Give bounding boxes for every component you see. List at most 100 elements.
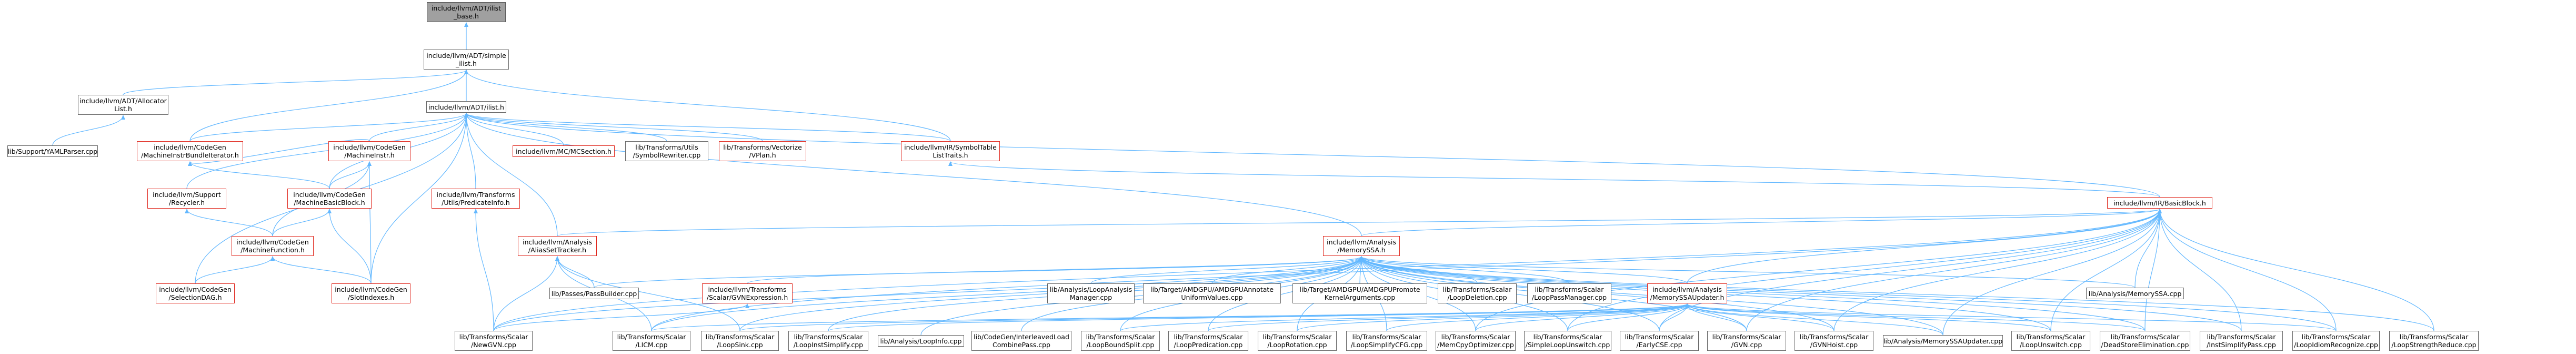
edge-memssacpp-to-bblock [2134, 209, 2162, 288]
edge-looppredication-to-memssaupd [1208, 303, 1689, 331]
edge-loopsimpcfg-to-memssaupd [1386, 303, 1689, 331]
edge-mfunc-to-mbb [272, 209, 332, 237]
edge-loopunswitch-to-memssaupd [1685, 303, 2051, 331]
node-alias-set-tracker[interactable]: include/llvm/Analysis /AliasSetTracker.h [518, 236, 597, 256]
node-amdgpu-annotate-uniform[interactable]: lib/Target/AMDGPU/AMDGPUAnnotate Uniform… [1143, 283, 1281, 303]
node-interleaved-load-combine[interactable]: lib/CodeGen/InterleavedLoad CombinePass.… [971, 331, 1071, 351]
node-machine-instr[interactable]: include/llvm/CodeGen /MachineInstr.h [328, 141, 410, 161]
edge-instsimp-to-bblock [2158, 209, 2242, 331]
edge-mfunc-to-recycler [185, 209, 273, 237]
edge-recycler-to-ilist [186, 113, 468, 189]
node-loop-unswitch[interactable]: lib/Transforms/Scalar /LoopUnswitch.cpp [2011, 331, 2090, 351]
edge-yaml-to-allocator [52, 115, 125, 146]
edge-allocator-to-simple [123, 70, 468, 95]
edge-slotidx-to-minstr [367, 161, 372, 284]
node-symbol-table-list-traits[interactable]: include/llvm/IR/SymbolTable ListTraits.h [901, 141, 1000, 161]
edge-simpleunswitch-to-bblock [1567, 209, 2162, 331]
node-amdgpu-promote-kernel-args[interactable]: lib/Target/AMDGPU/AMDGPUPromote KernelAr… [1292, 283, 1427, 303]
edge-loopstrength-to-bblock [2158, 209, 2434, 331]
node-memory-ssa-header[interactable]: include/llvm/Analysis /MemorySSA.h [1323, 236, 1400, 256]
node-memcpy-optimizer[interactable]: lib/Transforms/Scalar /MemCpyOptimizer.c… [1436, 331, 1516, 351]
node-slot-indexes[interactable]: include/llvm/CodeGen /SlotIndexes.h [332, 283, 410, 303]
node-early-cse[interactable]: lib/Transforms/Scalar /EarlyCSE.cpp [1620, 331, 1699, 351]
node-loop-info[interactable]: lib/Analysis/LoopInfo.cpp [878, 335, 964, 347]
node-loop-simplify-cfg[interactable]: lib/Transforms/Scalar /LoopSimplifyCFG.c… [1346, 331, 1427, 351]
node-loop-inst-simplify[interactable]: lib/Transforms/Scalar /LoopInstSimplify.… [788, 331, 868, 351]
node-dead-store-elimination[interactable]: lib/Transforms/Scalar /DeadStoreEliminat… [2100, 331, 2190, 351]
edge-minstr-to-ilist [369, 113, 468, 142]
node-loop-analysis-manager[interactable]: lib/Analysis/LoopAnalysis Manager.cpp [1047, 283, 1135, 303]
edge-memssacpp-to-memssa [1359, 256, 2136, 288]
edge-memssaupdcpp-to-memssaupd [1685, 303, 1943, 336]
node-loop-idiom-recognize[interactable]: lib/Transforms/Scalar /LoopIdiomRecogniz… [2292, 331, 2380, 351]
edge-gvnhoist-to-bblock [1833, 209, 2162, 331]
node-simple-loop-unswitch[interactable]: lib/Transforms/Scalar /SimpleLoopUnswitc… [1524, 331, 1611, 351]
edge-predinfo-to-ilist [464, 113, 476, 189]
node-recycler[interactable]: include/llvm/Support /Recycler.h [147, 189, 226, 209]
edge-newgvn-to-predinfo [474, 209, 494, 331]
node-gvn-expression[interactable]: include/llvm/Transforms /Scalar/GVNExpre… [702, 283, 793, 303]
edge-memssaupd-to-bblock [1687, 209, 2162, 284]
node-machine-function[interactable]: include/llvm/CodeGen /MachineFunction.h [232, 236, 314, 256]
node-symbol-rewriter[interactable]: lib/Transforms/Utils /SymbolRewriter.cpp [625, 141, 708, 161]
node-predicate-info[interactable]: include/llvm/Transforms /Utils/Predicate… [432, 189, 520, 209]
node-gvn-hoist[interactable]: lib/Transforms/Scalar /GVNHoist.cpp [1795, 331, 1873, 351]
node-ilist[interactable]: include/llvm/ADT/ilist.h [426, 101, 506, 113]
node-machine-basic-block[interactable]: include/llvm/CodeGen /MachineBasicBlock.… [287, 189, 372, 209]
edge-loopinstsimp-to-memssaupd [828, 303, 1689, 331]
edge-aliasset-to-bblock [557, 209, 2162, 237]
node-selection-dag[interactable]: include/llvm/CodeGen /SelectionDAG.h [156, 283, 235, 303]
node-simple-ilist[interactable]: include/llvm/ADT/simple _ilist.h [424, 50, 509, 70]
edge-loopsink-to-aliasset [555, 256, 740, 331]
node-yaml-parser[interactable]: lib/Support/YAMLParser.cpp [7, 145, 98, 157]
node-loop-deletion[interactable]: lib/Transforms/Scalar /LoopDeletion.cpp [1438, 283, 1517, 303]
edge-loopidiom-to-bblock [2158, 209, 2337, 331]
node-memory-ssa-cpp[interactable]: lib/Analysis/MemorySSA.cpp [2086, 288, 2184, 299]
edge-gvn-to-bblock [1746, 209, 2162, 331]
edge-dse-to-memssa [1359, 256, 2146, 331]
node-mc-section[interactable]: include/llvm/MC/MCSection.h [513, 145, 615, 157]
edge-slotidx-to-ilist [370, 113, 468, 284]
edge-memssa-to-ilist [464, 113, 1362, 237]
node-loop-rotation[interactable]: lib/Transforms/Scalar /LoopRotation.cpp [1258, 331, 1337, 351]
edge-bundle-to-ilist [189, 113, 468, 142]
node-allocator-list[interactable]: include/llvm/ADT/Allocator List.h [78, 95, 168, 115]
edge-gvn-to-memssaupd [1685, 303, 1747, 331]
edge-dse-to-bblock [2144, 209, 2162, 331]
node-memory-ssa-updater-header[interactable]: include/llvm/Analysis /MemorySSAUpdater.… [1647, 283, 1727, 303]
node-loop-strength-reduce[interactable]: lib/Transforms/Scalar /LoopStrengthReduc… [2389, 331, 2479, 351]
edge-mbb-to-bundle [188, 161, 330, 189]
node-loop-pass-manager[interactable]: lib/Transforms/Scalar /LoopPassManager.c… [1527, 283, 1611, 303]
edge-memcpyopt-to-memssaupd [1475, 303, 1689, 331]
node-pass-builder[interactable]: lib/Passes/PassBuilder.cpp [549, 288, 639, 299]
edge-mcsection-to-ilist [464, 113, 564, 146]
node-vplan[interactable]: lib/Transforms/Vectorize /VPlan.h [719, 141, 806, 161]
edge-memssaupd-to-memssa [1359, 256, 1688, 284]
node-gvn[interactable]: lib/Transforms/Scalar /GVN.cpp [1707, 331, 1786, 351]
node-loop-predication[interactable]: lib/Transforms/Scalar /LoopPredication.c… [1168, 331, 1248, 351]
node-memory-ssa-updater-cpp[interactable]: lib/Analysis/MemorySSAUpdater.cpp [1883, 335, 2003, 347]
node-machine-instr-bundle-iterator[interactable]: include/llvm/CodeGen /MachineInstrBundle… [137, 141, 243, 161]
edge-newgvn-to-aliasset [493, 256, 559, 331]
node-licm[interactable]: lib/Transforms/Scalar /LICM.cpp [613, 331, 690, 351]
node-new-gvn[interactable]: lib/Transforms/Scalar /NewGVN.cpp [455, 331, 533, 351]
edge-loopanalysis-to-memssa [1090, 256, 1364, 284]
edge-looppass-to-memssa [1359, 256, 1570, 284]
node-inst-simplify-pass[interactable]: lib/Transforms/Scalar /InstSimplifyPass.… [2200, 331, 2283, 351]
edge-loopboundsplit-to-memssaupd [1120, 303, 1689, 331]
edge-memcpyopt-to-bblock [1475, 209, 2162, 331]
node-basic-block[interactable]: include/llvm/IR/BasicBlock.h [2107, 197, 2212, 209]
edge-newgvn-to-gvnexpr [493, 303, 749, 331]
edge-bblock-to-symtable [948, 161, 2160, 198]
edge-slotidx-to-mbb [327, 209, 372, 284]
node-loop-bound-split[interactable]: lib/Transforms/Scalar /LoopBoundSplit.cp… [1081, 331, 1160, 351]
edge-instsimp-to-memssa [1359, 256, 2242, 331]
edge-bblock-to-ilist [464, 113, 2160, 198]
edge-loopidiom-to-memssaupd [1685, 303, 2337, 331]
edge-licm-to-memssa [651, 256, 1364, 331]
edge-memssaupdcpp-to-bblock [1942, 209, 2162, 336]
edge-dse-to-memssaupd [1685, 303, 2146, 331]
node-loop-sink[interactable]: lib/Transforms/Scalar /LoopSink.cpp [701, 331, 779, 351]
node-ilist-base[interactable]: include/llvm/ADT/ilist _base.h [427, 2, 506, 22]
